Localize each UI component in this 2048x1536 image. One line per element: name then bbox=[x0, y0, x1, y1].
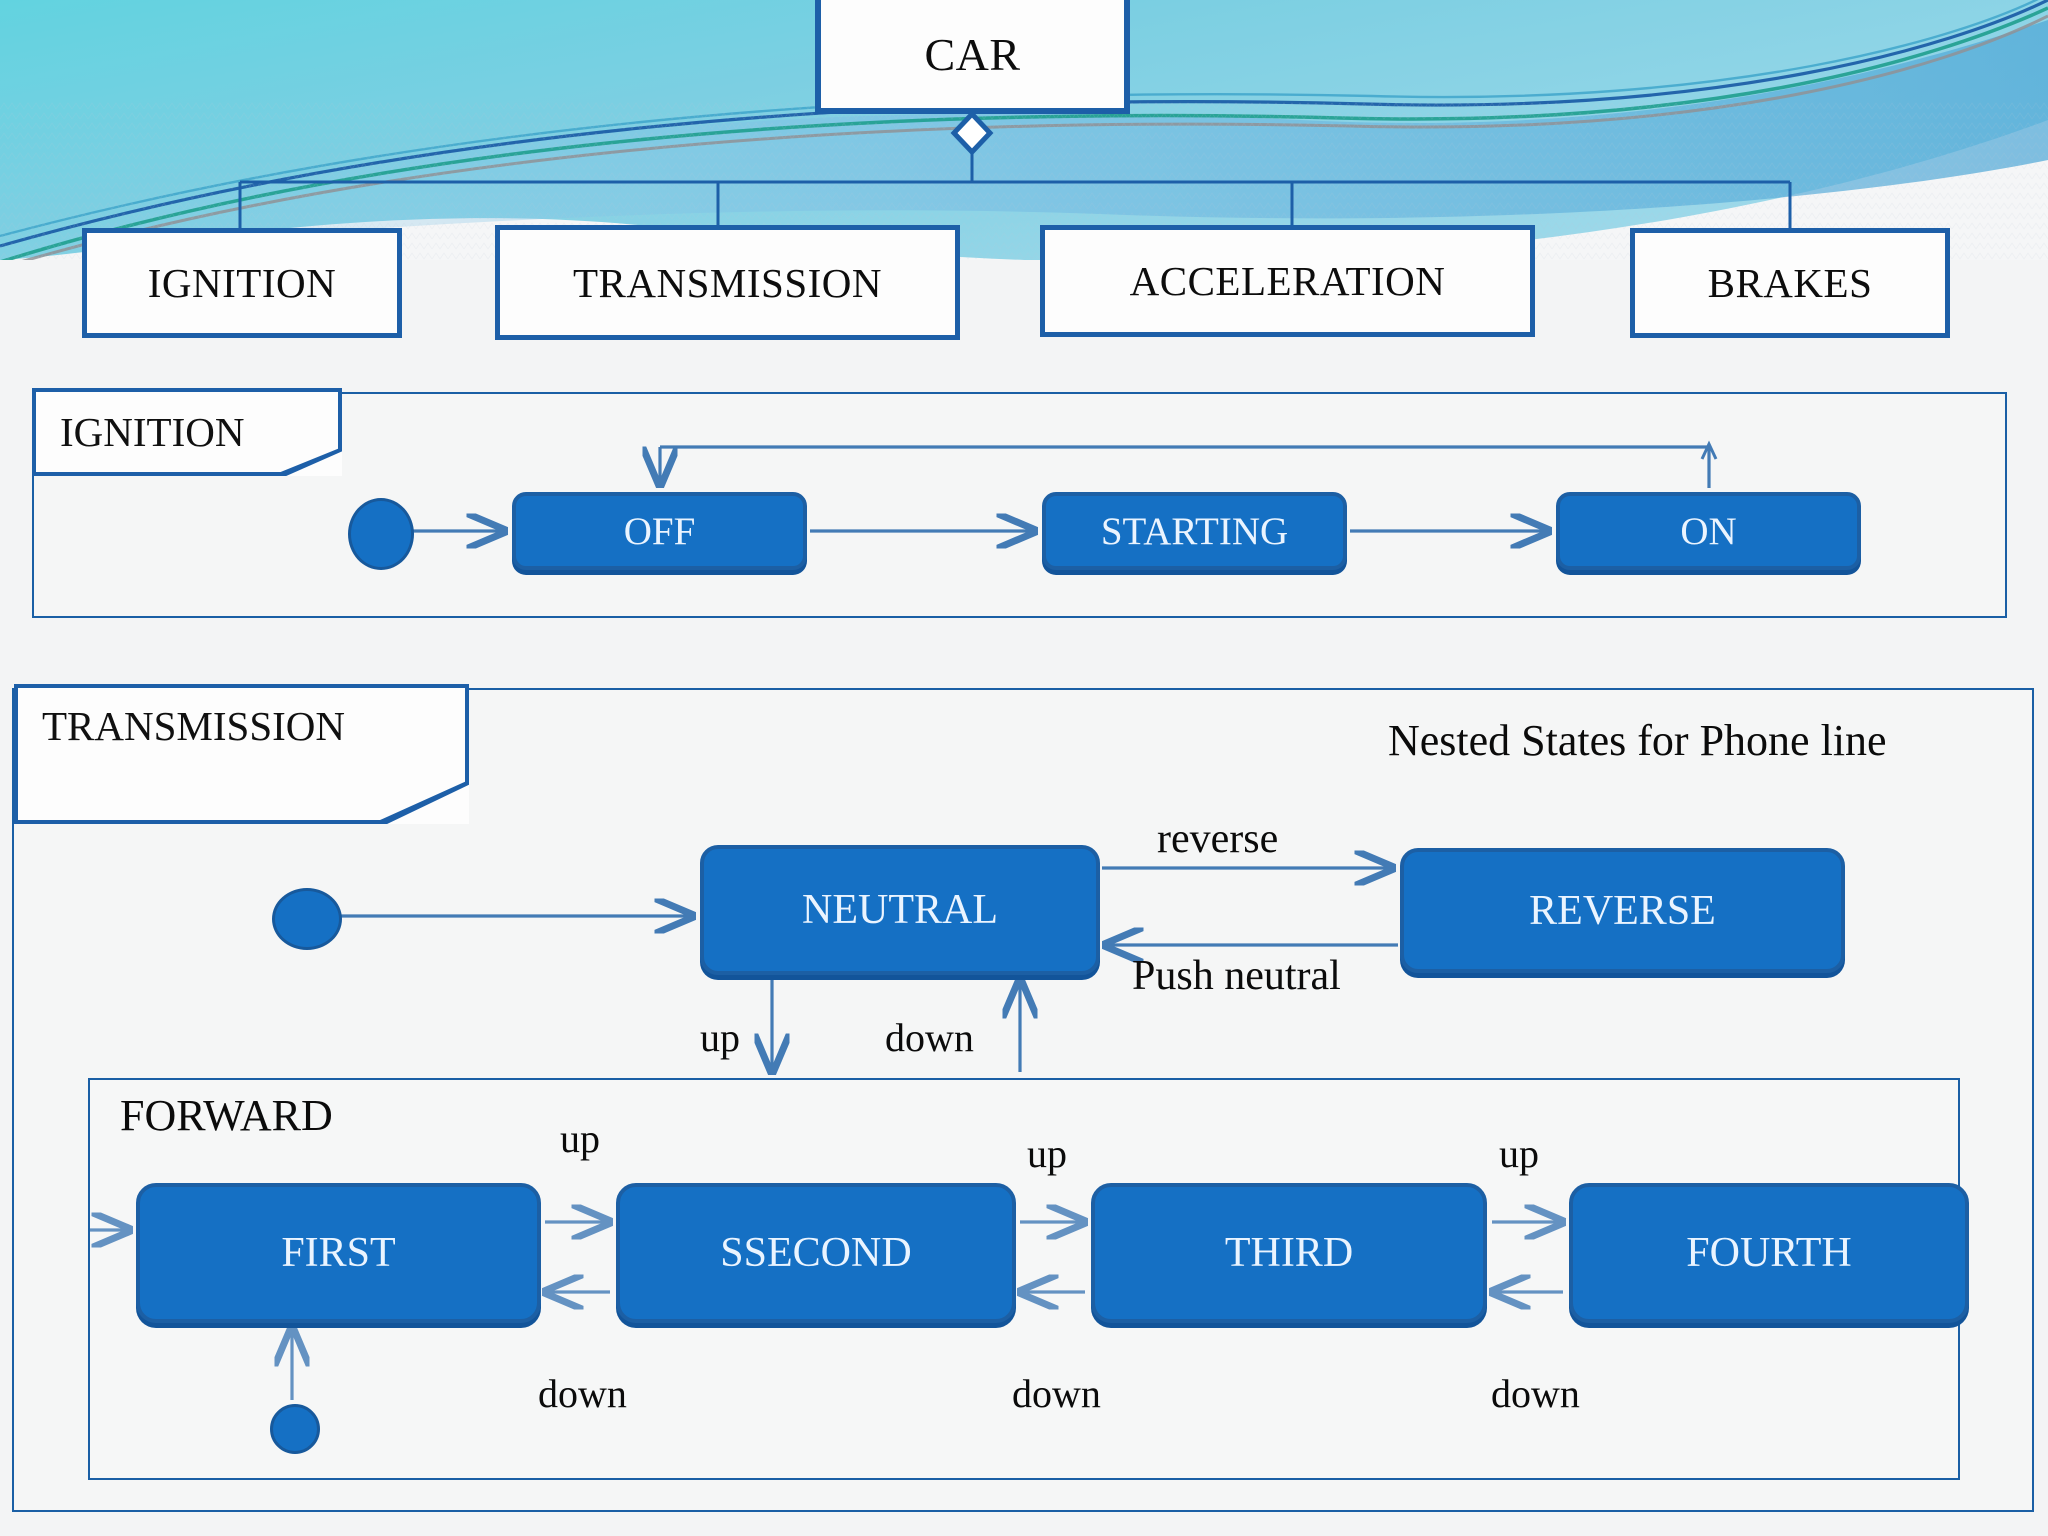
class-box-car[interactable]: CAR bbox=[815, 0, 1130, 114]
ignition-initial-state bbox=[348, 498, 414, 570]
state-third[interactable]: THIRD bbox=[1091, 1183, 1487, 1323]
state-starting[interactable]: STARTING bbox=[1042, 492, 1347, 570]
forward-initial-state bbox=[270, 1404, 320, 1454]
transmission-frame-title: TRANSMISSION bbox=[42, 703, 345, 749]
transition-label-down-ssecond-first: down bbox=[538, 1371, 627, 1416]
transition-label-up-first-ssecond: up bbox=[560, 1116, 600, 1161]
nested-states-note: Nested States for Phone line bbox=[1388, 716, 1887, 765]
transition-label-up-ssecond-third: up bbox=[1027, 1131, 1067, 1176]
state-first[interactable]: FIRST bbox=[136, 1183, 541, 1323]
transition-label-neutral-down: down bbox=[885, 1015, 974, 1060]
transition-label-push-neutral: Push neutral bbox=[1132, 953, 1341, 999]
class-box-transmission[interactable]: TRANSMISSION bbox=[495, 225, 960, 340]
class-box-acceleration[interactable]: ACCELERATION bbox=[1040, 225, 1535, 337]
state-neutral[interactable]: NEUTRAL bbox=[700, 845, 1100, 975]
transition-label-down-fourth-third: down bbox=[1491, 1371, 1580, 1416]
transition-label-neutral-up: up bbox=[700, 1015, 740, 1060]
state-ssecond[interactable]: SSECOND bbox=[616, 1183, 1016, 1323]
transition-label-up-third-fourth: up bbox=[1499, 1131, 1539, 1176]
tab-face: IGNITION bbox=[36, 392, 338, 472]
ignition-frame-title: IGNITION bbox=[60, 409, 245, 455]
class-box-ignition[interactable]: IGNITION bbox=[82, 228, 402, 338]
tab-face: TRANSMISSION bbox=[18, 688, 465, 820]
transition-label-reverse: reverse bbox=[1157, 816, 1279, 862]
state-off[interactable]: OFF bbox=[512, 492, 807, 570]
transition-label-down-third-ssecond: down bbox=[1012, 1371, 1101, 1416]
state-reverse[interactable]: REVERSE bbox=[1400, 848, 1845, 973]
forward-frame-title: FORWARD bbox=[120, 1091, 333, 1140]
transmission-initial-state bbox=[272, 888, 342, 950]
class-box-brakes[interactable]: BRAKES bbox=[1630, 228, 1950, 338]
transmission-frame-name-tab: TRANSMISSION bbox=[14, 684, 469, 824]
ignition-frame-name-tab: IGNITION bbox=[32, 388, 342, 476]
transmission-state-machine-frame bbox=[12, 688, 2034, 1512]
state-on[interactable]: ON bbox=[1556, 492, 1861, 570]
state-fourth[interactable]: FOURTH bbox=[1569, 1183, 1969, 1323]
